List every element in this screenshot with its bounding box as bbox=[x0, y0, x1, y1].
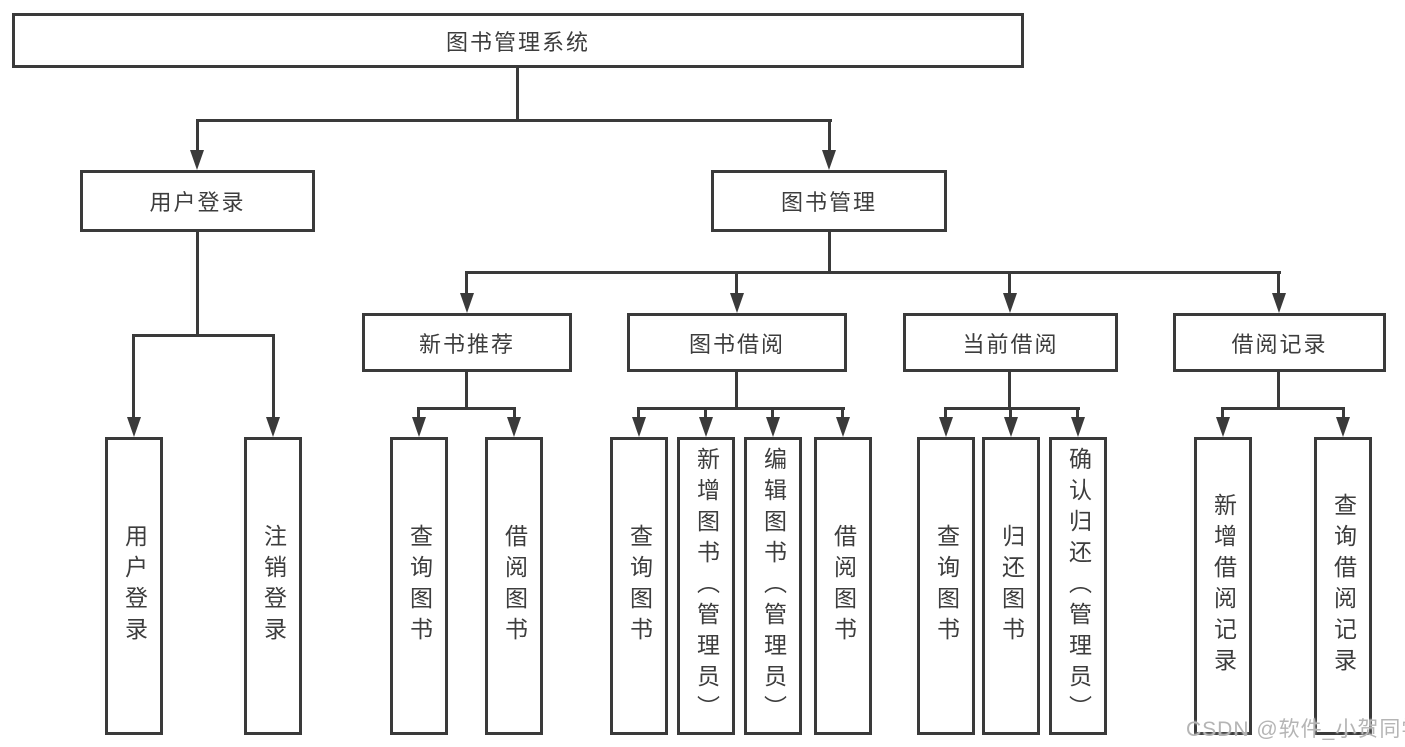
connector-line bbox=[272, 334, 275, 419]
connector-line bbox=[944, 407, 947, 419]
connector-line bbox=[637, 407, 845, 410]
connector-line bbox=[735, 271, 738, 295]
leaf-newbook-borrow-books-label: 借阅图书 bbox=[501, 524, 528, 648]
leaf-newbook-borrow-books: 借阅图书 bbox=[485, 437, 543, 735]
connector-line bbox=[1008, 372, 1011, 410]
leaf-records-query-record: 查询借阅记录 bbox=[1314, 437, 1372, 735]
node-current-borrow: 当前借阅 bbox=[903, 313, 1118, 372]
node-root-label: 图书管理系统 bbox=[445, 29, 590, 55]
leaf-logout: 注销登录 bbox=[244, 437, 302, 735]
leaf-current-confirm-return-admin: 确认归还（管理员） bbox=[1049, 437, 1107, 735]
connector-line bbox=[828, 119, 831, 152]
connector-line bbox=[417, 407, 420, 419]
connector-line bbox=[1342, 407, 1345, 419]
connector-line bbox=[196, 119, 199, 152]
arrowhead bbox=[1272, 293, 1286, 313]
leaf-current-confirm-return-admin-label: 确认归还（管理员） bbox=[1065, 446, 1092, 726]
csdn-watermark: CSDN @软件_小贺同学 bbox=[1186, 718, 1405, 741]
node-user-login-branch-label: 用户登录 bbox=[149, 190, 246, 215]
arrowhead bbox=[266, 417, 280, 437]
arrowhead bbox=[1336, 417, 1350, 437]
leaf-borrow-query-books: 查询图书 bbox=[610, 437, 668, 735]
leaf-borrow-edit-books-admin: 编辑图书（管理员） bbox=[744, 437, 802, 735]
arrowhead bbox=[1003, 293, 1017, 313]
arrowhead bbox=[1071, 417, 1085, 437]
arrowhead bbox=[127, 417, 141, 437]
leaf-borrow-borrow-books: 借阅图书 bbox=[814, 437, 872, 735]
arrowhead bbox=[1216, 417, 1230, 437]
leaf-current-return-books-label: 归还图书 bbox=[998, 524, 1025, 648]
node-root: 图书管理系统 bbox=[12, 13, 1024, 68]
connector-line bbox=[637, 407, 640, 419]
connector-line bbox=[132, 334, 135, 419]
arrowhead bbox=[699, 417, 713, 437]
arrowhead bbox=[632, 417, 646, 437]
node-borrow-records: 借阅记录 bbox=[1173, 313, 1386, 372]
connector-line bbox=[1009, 407, 1012, 419]
connector-line bbox=[465, 271, 1281, 274]
connector-line bbox=[1277, 372, 1280, 410]
node-user-login-branch: 用户登录 bbox=[80, 170, 315, 232]
connector-line bbox=[1277, 271, 1280, 295]
connector-line bbox=[771, 407, 774, 419]
connector-line bbox=[196, 119, 832, 122]
arrowhead bbox=[939, 417, 953, 437]
arrowhead bbox=[836, 417, 850, 437]
arrowhead bbox=[1004, 417, 1018, 437]
connector-line bbox=[841, 407, 844, 419]
node-new-book-recommend: 新书推荐 bbox=[362, 313, 572, 372]
leaf-newbook-query-books-label: 查询图书 bbox=[406, 524, 433, 648]
arrowhead bbox=[460, 293, 474, 313]
arrowhead bbox=[190, 150, 204, 170]
connector-line bbox=[516, 68, 519, 122]
node-borrow-records-label: 借阅记录 bbox=[1231, 331, 1328, 357]
leaf-user-login-label: 用户登录 bbox=[121, 524, 148, 648]
node-current-borrow-label: 当前借阅 bbox=[962, 331, 1059, 357]
arrowhead bbox=[766, 417, 780, 437]
leaf-records-add-record-label: 新增借阅记录 bbox=[1210, 493, 1237, 679]
connector-line bbox=[196, 232, 199, 337]
connector-line bbox=[1221, 407, 1224, 419]
leaf-records-add-record: 新增借阅记录 bbox=[1194, 437, 1252, 735]
connector-line bbox=[704, 407, 707, 419]
leaf-current-return-books: 归还图书 bbox=[982, 437, 1040, 735]
arrowhead bbox=[412, 417, 426, 437]
leaf-user-login: 用户登录 bbox=[105, 437, 163, 735]
connector-line bbox=[417, 407, 516, 410]
node-book-borrow: 图书借阅 bbox=[627, 313, 847, 372]
connector-line bbox=[1221, 407, 1345, 410]
connector-line bbox=[132, 334, 275, 337]
connector-line bbox=[828, 232, 831, 274]
leaf-current-query-books: 查询图书 bbox=[917, 437, 975, 735]
arrowhead bbox=[730, 293, 744, 313]
connector-line bbox=[1076, 407, 1079, 419]
leaf-borrow-borrow-books-label: 借阅图书 bbox=[830, 524, 857, 648]
connector-line bbox=[465, 372, 468, 410]
node-book-management-branch: 图书管理 bbox=[711, 170, 947, 232]
leaf-logout-label: 注销登录 bbox=[260, 524, 287, 648]
leaf-current-query-books-label: 查询图书 bbox=[933, 524, 960, 648]
arrowhead bbox=[822, 150, 836, 170]
node-book-management-branch-label: 图书管理 bbox=[780, 190, 877, 215]
arrowhead bbox=[507, 417, 521, 437]
leaf-newbook-query-books: 查询图书 bbox=[390, 437, 448, 735]
connector-line bbox=[513, 407, 516, 419]
connector-line bbox=[465, 271, 468, 295]
leaf-borrow-edit-books-admin-label: 编辑图书（管理员） bbox=[760, 446, 787, 726]
node-book-borrow-label: 图书借阅 bbox=[688, 331, 785, 357]
connector-line bbox=[944, 407, 1080, 410]
leaf-records-query-record-label: 查询借阅记录 bbox=[1330, 493, 1357, 679]
leaf-borrow-add-books-admin-label: 新增图书（管理员） bbox=[693, 446, 720, 726]
connector-line bbox=[1008, 271, 1011, 295]
connector-line bbox=[735, 372, 738, 410]
node-new-book-recommend-label: 新书推荐 bbox=[418, 331, 515, 357]
leaf-borrow-query-books-label: 查询图书 bbox=[626, 524, 653, 648]
leaf-borrow-add-books-admin: 新增图书（管理员） bbox=[677, 437, 735, 735]
